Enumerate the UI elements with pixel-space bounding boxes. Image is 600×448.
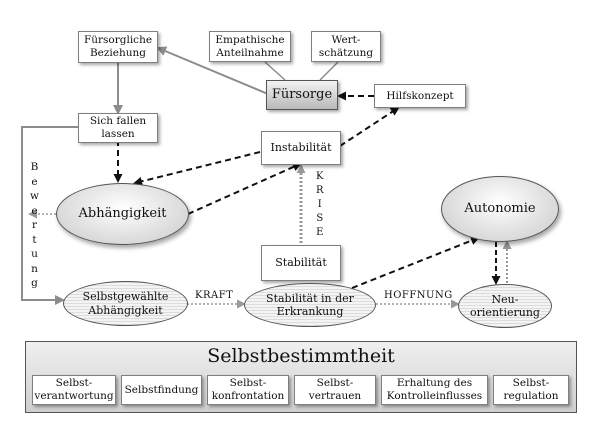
item-selbstfindung: Selbstfindung — [121, 375, 202, 405]
bewertung-letter: w — [30, 190, 39, 202]
item-selbstvertrauen: Selbst- vertrauen — [294, 375, 376, 405]
item-selbstregulation: Selbst- regulation — [493, 375, 569, 405]
bewertung-letter: t — [32, 233, 37, 246]
item-selbstverantwortung: Selbst- verantwortung — [32, 375, 116, 405]
node-empathische-anteilnahme: Empathische Anteilnahme — [209, 31, 291, 62]
node-neuorientierung: Neu- orientierung — [458, 284, 552, 328]
node-selbstgewaehlte-abhaengigkeit: Selbstgewählte Abhängigkeit — [63, 281, 188, 326]
bracket-fallen-to-selbstgewaehlt — [21, 126, 78, 305]
node-instabilitaet: Instabilität — [261, 131, 341, 165]
arrow-stabilitaet-to-autonomie — [351, 236, 480, 289]
bewertung-letter: B — [30, 161, 39, 173]
arrow-abhaengigkeit-to-instabilitaet — [187, 162, 302, 215]
bewertung-letter: r — [31, 219, 38, 231]
krise-letter: S — [316, 213, 324, 224]
line-fuersorge-empathie — [264, 61, 286, 81]
bewertung-letter: g — [31, 277, 38, 289]
bewertung-letter: u — [31, 248, 38, 260]
line-fuersorge-wert — [319, 61, 339, 81]
node-wertschaetzung: Wert- schätzung — [311, 31, 381, 62]
bewertung-letter: e — [31, 204, 38, 217]
node-hilfskonzept: Hilfskonzept — [374, 84, 466, 108]
krise-letter: I — [317, 199, 322, 210]
node-fuersorgliche-beziehung: Fürsorgliche Beziehung — [78, 31, 158, 63]
node-stabilitaet-in-der-erkrankung: Stabilität in der Erkrankung — [244, 283, 376, 327]
item-erhaltung-des-kontrolleinflusses: Erhaltung des Kontrolleinflusses — [381, 375, 488, 405]
krise-letter: R — [316, 185, 324, 196]
arrow-instabilitaet-to-abhaengigkeit — [133, 151, 261, 186]
node-stabilitaet: Stabilität — [261, 245, 341, 281]
node-autonomie: Autonomie — [441, 176, 559, 242]
item-selbstkonfrontation: Selbst- konfrontation — [207, 375, 289, 405]
bewertung-letter: n — [31, 262, 38, 275]
node-abhaengigkeit: Abhängigkeit — [56, 183, 189, 245]
arrow-fuersorge-to-beziehung — [156, 46, 269, 95]
krise-letter: K — [316, 171, 324, 182]
node-fuersorge: Fürsorge — [266, 80, 338, 110]
krise-letter: E — [316, 227, 324, 238]
bewertung-letter: e — [31, 175, 38, 188]
selbstbestimmtheit-title: Selbstbestimmtheit — [207, 345, 395, 367]
label-hoffnung: HOFFNUNG — [384, 290, 453, 301]
label-kraft: KRAFT — [195, 290, 234, 301]
node-sich-fallen-lassen: Sich fallen lassen — [78, 113, 158, 143]
arrow-instabilitaet-to-hilfskonzept — [339, 106, 400, 147]
